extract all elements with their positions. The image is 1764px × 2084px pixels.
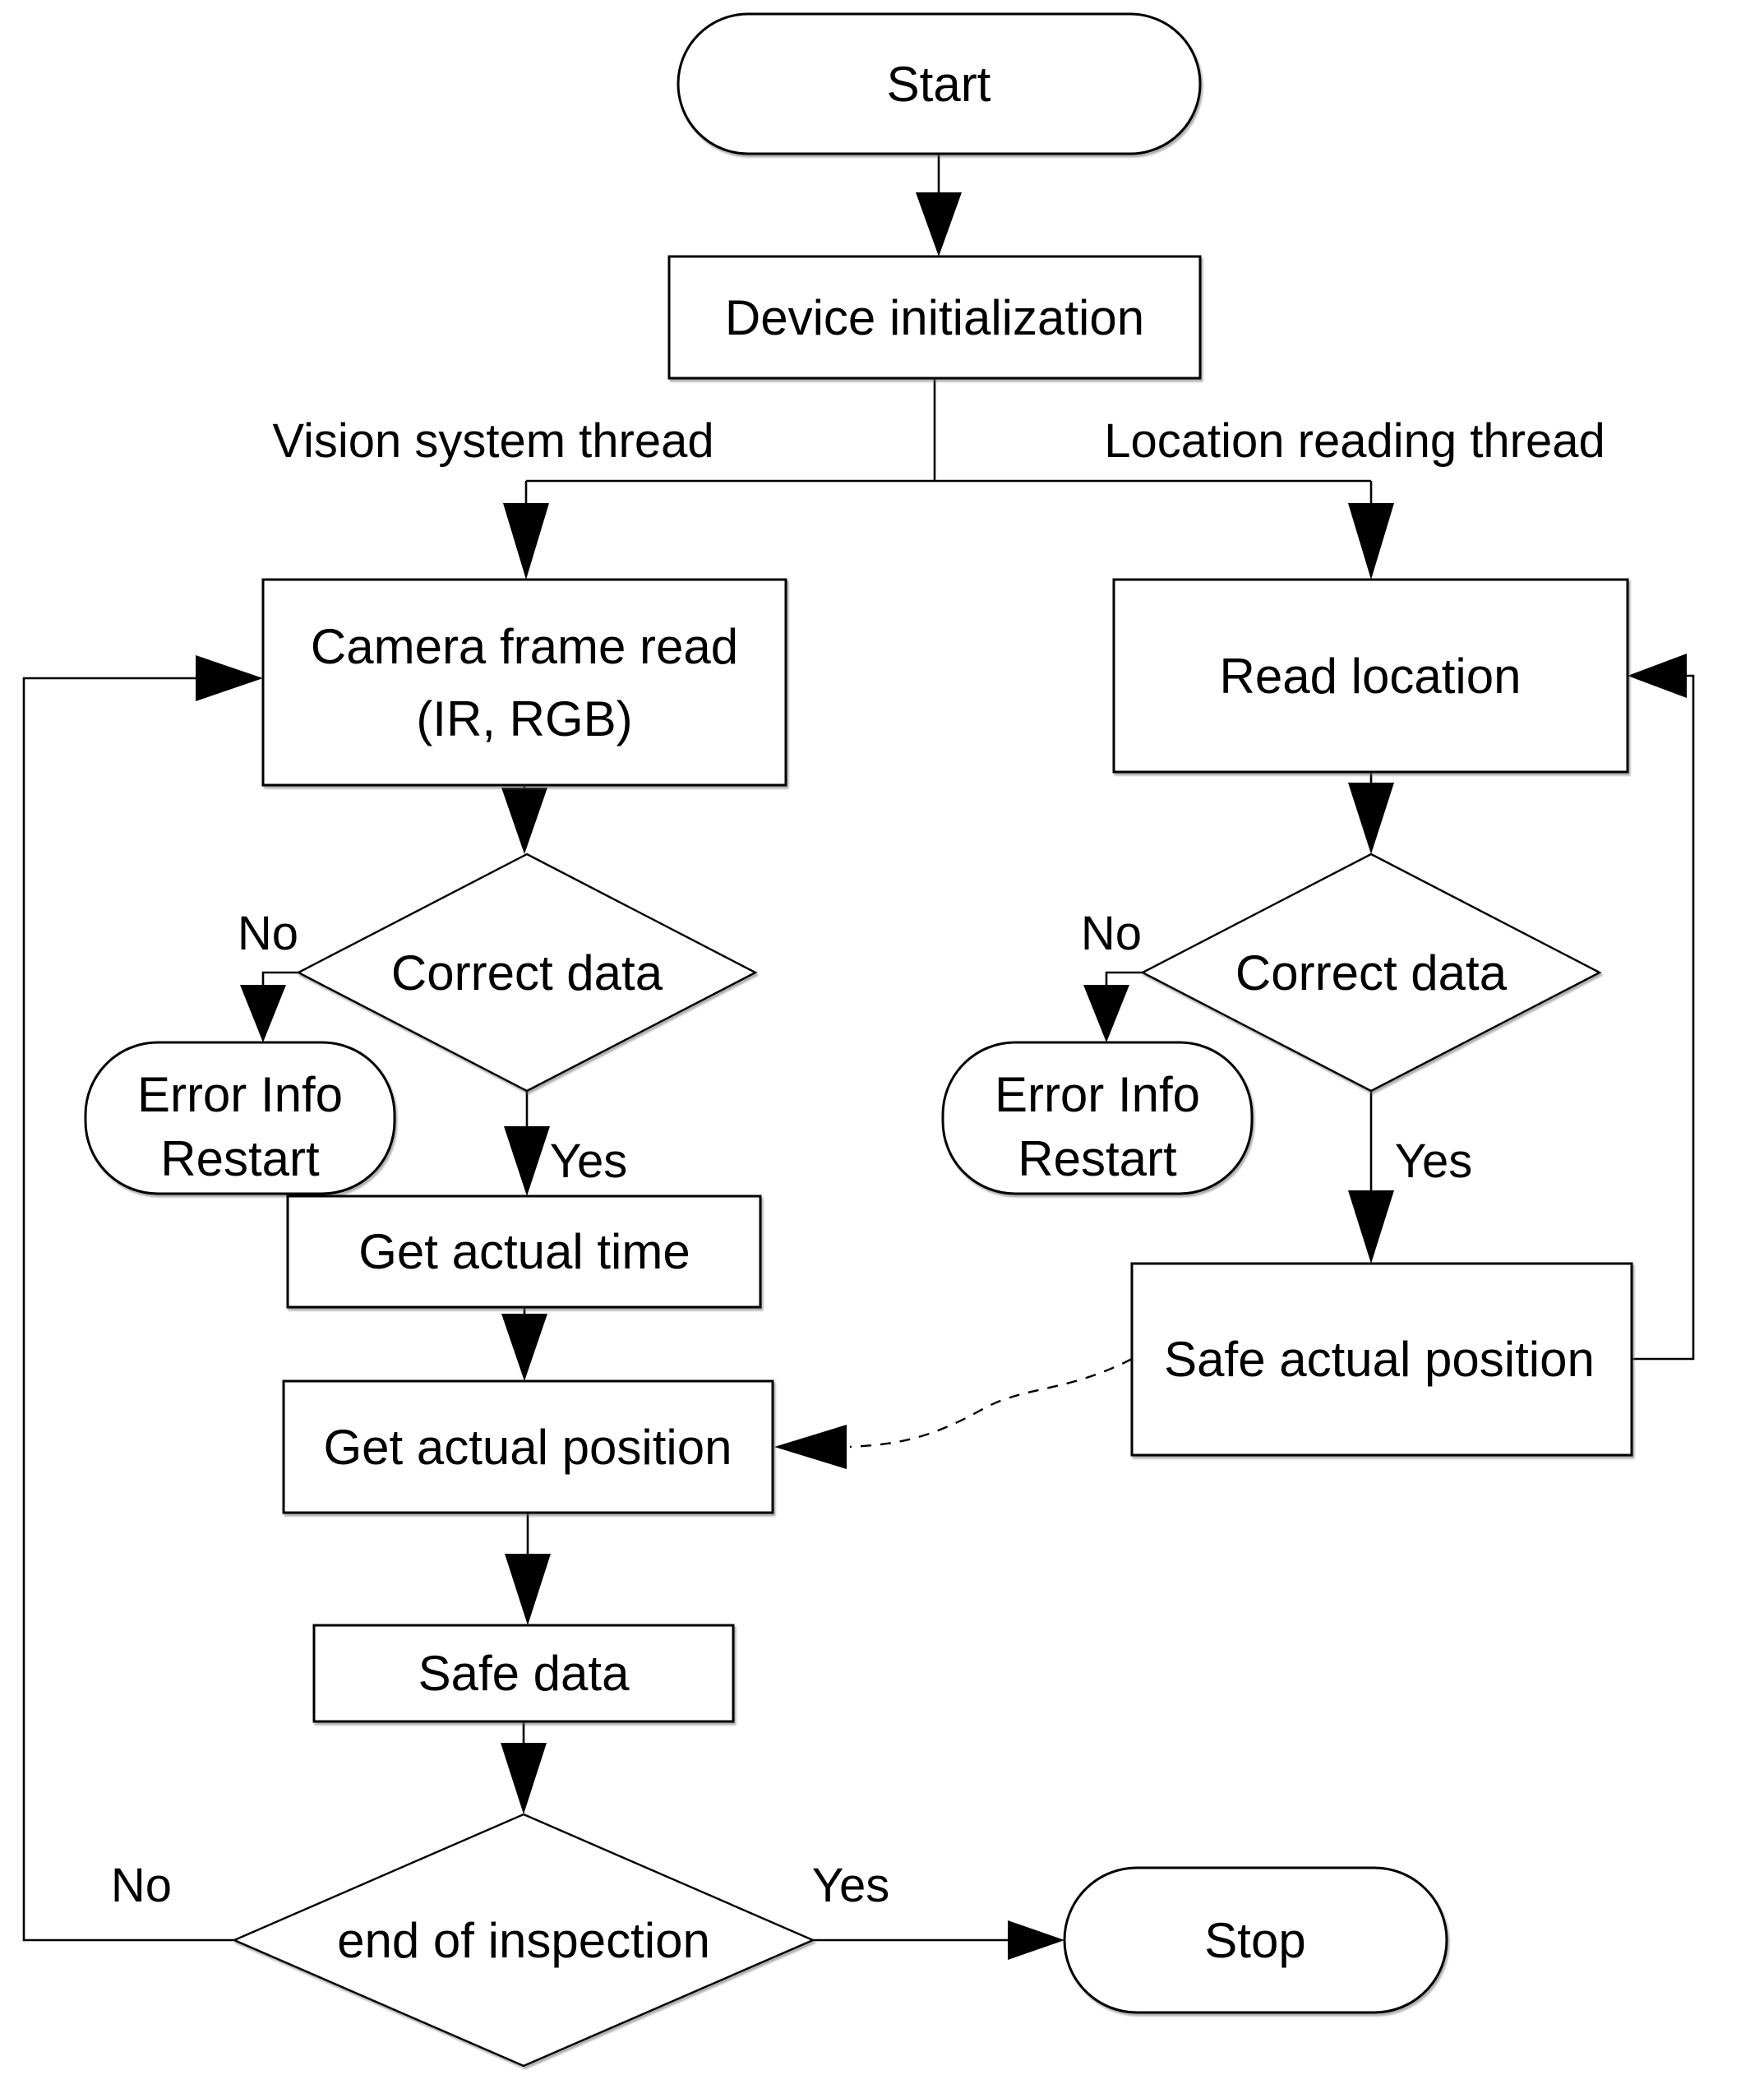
end-no-label: No: [111, 1859, 172, 1912]
node-location-correct-data-decision: Correct data: [1140, 853, 1602, 1093]
node-vision-correct-data-label: Correct data: [391, 945, 663, 1000]
process-shape: [312, 1624, 735, 1723]
node-get-actual-position: Get actual position: [282, 1379, 774, 1514]
arrowhead-down-icon: [504, 1126, 550, 1196]
node-stop: Stop: [1063, 1866, 1448, 2014]
node-end-of-inspection-label: end of inspection: [337, 1913, 710, 1968]
node-read-location: Read location: [1112, 578, 1629, 774]
end-yes-label: Yes: [812, 1859, 890, 1912]
node-vision-error-line2: Restart: [160, 1131, 320, 1186]
edge-line: [1105, 971, 1143, 988]
node-camera-frame-read-line1: Camera frame read: [311, 619, 738, 674]
process-shape: [261, 578, 787, 787]
node-get-actual-time-label: Get actual time: [358, 1224, 690, 1279]
node-camera-frame-read-line2: (IR, RGB): [416, 691, 632, 746]
node-read-location-label: Read location: [1220, 649, 1522, 704]
arrowhead-down-icon: [1348, 1190, 1394, 1264]
node-vision-error-restart: Error Info Restart: [84, 1041, 396, 1195]
edge-labels-layer: No Yes No Yes No Yes: [111, 907, 1472, 1912]
edge-vision-decision-yes: [504, 1091, 550, 1196]
node-start: Start: [677, 12, 1202, 155]
arrowhead-down-icon: [1348, 503, 1394, 580]
decision-shape: [1140, 853, 1602, 1093]
location-no-label: No: [1081, 907, 1142, 960]
node-location-correct-data-label: Correct data: [1235, 945, 1508, 1000]
node-device-initialization-label: Device initialization: [725, 290, 1144, 345]
arrowhead-down-icon: [240, 985, 286, 1042]
location-yes-label: Yes: [1395, 1134, 1473, 1188]
terminator-shape: [941, 1041, 1254, 1195]
node-safe-actual-position: Safe actual position: [1130, 1262, 1633, 1457]
process-shape: [1112, 578, 1629, 774]
node-get-actual-position-label: Get actual position: [324, 1420, 732, 1475]
arrowhead-down-icon: [501, 788, 547, 854]
node-vision-correct-data-decision: Correct data: [296, 853, 758, 1093]
node-get-actual-time: Get actual time: [286, 1194, 762, 1309]
edge-camera-to-decision: [501, 785, 547, 854]
node-end-of-inspection-decision: end of inspection: [231, 1813, 816, 2068]
process-shape: [286, 1194, 762, 1309]
node-vision-error-line1: Error Info: [137, 1067, 343, 1122]
edge-location-decision-yes: [1348, 1091, 1394, 1264]
terminator-shape: [84, 1041, 396, 1195]
arrowhead-down-icon: [916, 192, 962, 256]
edge-line: [261, 971, 298, 988]
edge-end-inspection-yes: [813, 1920, 1064, 1960]
decision-shape: [231, 1813, 816, 2068]
vision-no-label: No: [238, 907, 298, 960]
location-thread-label: Location reading thread: [1104, 414, 1605, 468]
decision-shape: [296, 853, 758, 1093]
edge-location-decision-no: [1083, 971, 1143, 1042]
node-safe-data: Safe data: [312, 1624, 735, 1723]
process-shape: [1130, 1262, 1633, 1457]
process-shape: [667, 255, 1202, 380]
edge-get-time-to-get-position: [501, 1307, 547, 1381]
arrowhead-down-icon: [501, 1314, 547, 1381]
node-device-initialization: Device initialization: [667, 255, 1202, 380]
edge-safe-position-loop-to-read-location: [1628, 654, 1695, 1361]
arrowhead-left-icon: [1628, 654, 1687, 698]
arrowhead-down-icon: [1348, 783, 1394, 854]
edge-start-to-device-init: [916, 154, 962, 256]
arrowhead-down-icon: [501, 1743, 547, 1814]
edge-line: [1632, 674, 1695, 1361]
edge-read-location-to-decision: [1348, 772, 1394, 854]
node-safe-actual-position-label: Safe actual position: [1164, 1332, 1595, 1387]
edge-safe-data-to-end-inspection: [501, 1721, 547, 1814]
arrowhead-down-icon: [1083, 985, 1129, 1042]
edge-line: [22, 677, 234, 1942]
terminator-shape: [1063, 1866, 1448, 2014]
arrowhead-down-icon: [503, 503, 549, 580]
node-camera-frame-read: Camera frame read (IR, RGB): [261, 578, 787, 787]
edge-device-init-branch: [503, 378, 1394, 580]
edge-end-inspection-no-loop: [22, 655, 263, 1942]
node-location-error-restart: Error Info Restart: [941, 1041, 1254, 1195]
edge-vision-decision-no: [240, 971, 298, 1042]
node-location-error-line1: Error Info: [995, 1067, 1200, 1122]
node-location-error-line2: Restart: [1018, 1131, 1177, 1186]
arrowhead-left-icon: [774, 1425, 847, 1469]
edge-get-position-to-safe-data: [505, 1513, 551, 1625]
dashed-connector-line: [849, 1357, 1133, 1449]
process-shape: [282, 1379, 774, 1514]
vision-yes-label: Yes: [550, 1134, 628, 1188]
arrowhead-right-icon: [1008, 1920, 1064, 1960]
vision-thread-label: Vision system thread: [272, 414, 713, 468]
nodes-layer: Start Device initialization Vision syste…: [84, 12, 1633, 2068]
node-start-label: Start: [887, 57, 991, 112]
edge-safe-position-to-get-position-dashed: [774, 1357, 1133, 1469]
arrowhead-down-icon: [505, 1554, 551, 1625]
node-stop-label: Stop: [1204, 1913, 1305, 1968]
arrowhead-right-icon: [196, 655, 263, 701]
terminator-shape: [677, 12, 1202, 155]
edges-layer: [22, 154, 1695, 1960]
node-safe-data-label: Safe data: [418, 1646, 630, 1701]
